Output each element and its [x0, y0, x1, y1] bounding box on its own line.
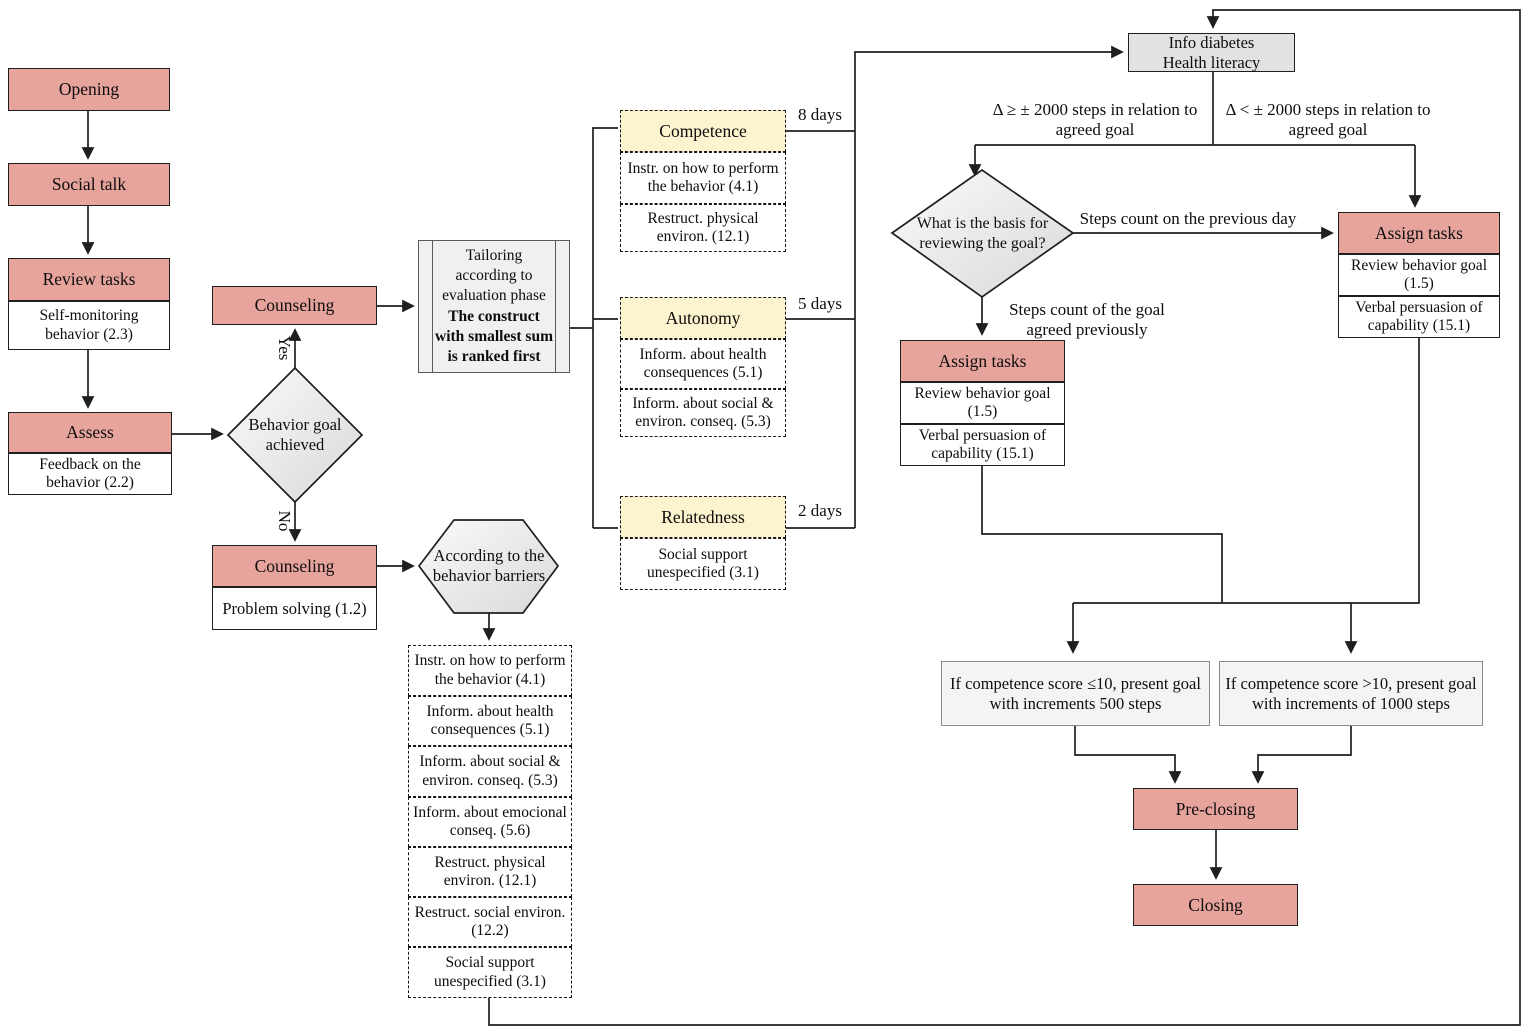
- competence-technique: Instr. on how to perform the behavior (4…: [620, 152, 786, 204]
- behavior-barriers-hexagon-label: According to the behavior barriers: [432, 545, 546, 585]
- barrier-item: Restruct. physical environ. (12.1): [408, 847, 572, 897]
- goal-yes-label: Yes: [275, 335, 294, 361]
- node-review-tasks: Review tasks: [8, 258, 170, 301]
- tailoring-left-rail: [432, 241, 433, 372]
- node-assess-technique: Feedback on the behavior (2.2): [8, 453, 172, 495]
- node-info-diabetes: Info diabetes Health literacy: [1128, 33, 1295, 72]
- edge-tailoring-constructs-bracket: [570, 127, 618, 529]
- node-social-talk: Social talk: [8, 163, 170, 206]
- node-counseling-yes: Counseling: [212, 286, 377, 325]
- tailoring-text-bold: The construct with smallest sum is ranke…: [435, 307, 553, 365]
- edge-score-high-preclosing: [1251, 726, 1352, 784]
- node-closing: Closing: [1133, 884, 1298, 926]
- assign-left-technique: Review behavior goal (1.5): [900, 382, 1065, 424]
- review-basis-diamond: [890, 168, 1075, 299]
- node-assess: Assess: [8, 412, 172, 453]
- node-pre-closing: Pre-closing: [1133, 788, 1298, 830]
- node-counseling-no-technique: Problem solving (1.2): [212, 587, 377, 630]
- node-relatedness: Relatedness: [620, 496, 786, 538]
- node-competence: Competence: [620, 110, 786, 152]
- edge-assign-right-down: [1073, 338, 1420, 604]
- edge-assign-left-down: [981, 466, 1223, 603]
- edge-info-down: [975, 72, 1415, 146]
- goal-achieved-diamond: [226, 366, 364, 504]
- barrier-item: Inform. about emocional conseq. (5.6): [408, 797, 572, 847]
- node-assign-tasks-right: Assign tasks: [1338, 212, 1500, 254]
- autonomy-days-label: 5 days: [798, 294, 842, 313]
- delta-ge-label: Δ ≥ ± 2000 steps in relation to agreed g…: [992, 100, 1198, 140]
- edge-loop-bottom-to-info: [488, 9, 1521, 1026]
- node-opening: Opening: [8, 68, 170, 111]
- review-basis-diamond-label: What is the basis for reviewing the goal…: [916, 214, 1049, 252]
- node-score-low: If competence score ≤10, present goal wi…: [941, 661, 1210, 726]
- goal-achieved-diamond-label: Behavior goal achieved: [248, 414, 342, 454]
- autonomy-technique: Inform. about social & environ. conseq. …: [620, 389, 786, 437]
- relatedness-technique: Social support unespecified (3.1): [620, 538, 786, 590]
- edge-score-low-preclosing: [1074, 726, 1182, 784]
- info-diabetes-line2: Health literacy: [1162, 52, 1261, 72]
- barrier-item: Instr. on how to perform the behavior (4…: [408, 645, 572, 696]
- goal-no-label: No: [275, 510, 294, 532]
- assign-right-technique: Review behavior goal (1.5): [1338, 254, 1500, 296]
- competence-days-label: 8 days: [798, 105, 842, 124]
- barrier-item: Inform. about social & environ. conseq. …: [408, 746, 572, 797]
- node-tailoring: Tailoring according to evaluation phase …: [418, 240, 570, 373]
- prev-day-label: Steps count on the previous day: [1079, 209, 1297, 228]
- tailoring-text: Tailoring according to evaluation phase: [442, 247, 546, 305]
- node-review-tasks-technique: Self-monitoring behavior (2.3): [8, 301, 170, 350]
- delta-lt-label: Δ < ± 2000 steps in relation to agreed g…: [1225, 100, 1431, 140]
- node-assign-tasks-left: Assign tasks: [900, 340, 1065, 382]
- agreed-goal-label: Steps count of the goal agreed previousl…: [1009, 300, 1165, 340]
- barrier-item: Social support unespecified (3.1): [408, 947, 572, 998]
- relatedness-days-label: 2 days: [798, 501, 842, 520]
- barrier-item: Restruct. social environ. (12.2): [408, 897, 572, 947]
- assign-left-technique: Verbal persuasion of capability (15.1): [900, 424, 1065, 466]
- edge-constructs-to-info: [854, 45, 1124, 528]
- behavior-barriers-hexagon: [417, 519, 560, 614]
- assign-right-technique: Verbal persuasion of capability (15.1): [1338, 296, 1500, 338]
- node-counseling-no: Counseling: [212, 545, 377, 587]
- autonomy-technique: Inform. about health consequences (5.1): [620, 339, 786, 389]
- tailoring-right-rail: [555, 241, 556, 372]
- node-score-high: If competence score >10, present goal wi…: [1219, 661, 1483, 726]
- node-autonomy: Autonomy: [620, 297, 786, 339]
- info-diabetes-line1: Info diabetes: [1168, 33, 1255, 53]
- competence-technique: Restruct. physical environ. (12.1): [620, 204, 786, 252]
- barrier-item: Inform. about health consequences (5.1): [408, 696, 572, 746]
